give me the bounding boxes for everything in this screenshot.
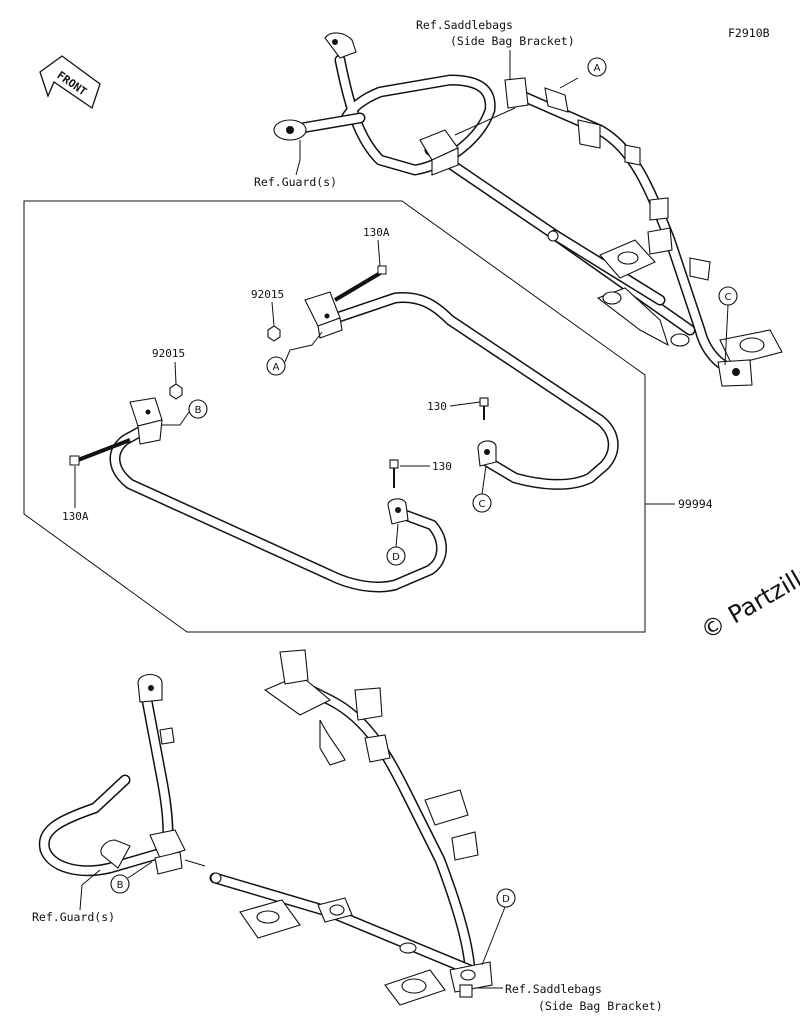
- ref-guard-bottom: Ref.Guard(s): [32, 910, 115, 924]
- part-92015-top-label: 92015: [251, 288, 284, 301]
- part-130-center-label: 130: [432, 460, 452, 473]
- svg-text:C: C: [479, 499, 486, 510]
- svg-text:C: C: [725, 292, 732, 303]
- part-130a-left-label: 130A: [62, 510, 89, 523]
- guard-bar-kit: [69, 265, 619, 593]
- ref-guard-top: Ref.Guard(s): [254, 175, 337, 189]
- callout-b-box: B: [162, 399, 208, 426]
- part-130a-top-label: 130A: [363, 226, 390, 239]
- svg-text:A: A: [594, 63, 601, 74]
- svg-text:D: D: [392, 552, 400, 563]
- front-arrow-icon: FRONT: [39, 55, 101, 110]
- part-99994-label: 99994: [678, 497, 713, 511]
- figure-code: F2910B: [728, 26, 770, 40]
- svg-text:A: A: [273, 362, 280, 373]
- ref-saddlebags-bottom-line1: Ref.Saddlebags: [505, 982, 602, 996]
- assembly-frame: [23, 200, 646, 633]
- callout-a-box: A: [266, 331, 323, 376]
- callout-c-box: C: [472, 465, 492, 513]
- ref-saddlebags-bottom-line2: (Side Bag Bracket): [538, 999, 663, 1013]
- top-assembly-illustration: [273, 32, 783, 387]
- bottom-assembly-illustration: [38, 649, 493, 1006]
- callout-d-box: D: [386, 523, 406, 566]
- callout-d-bottom: D: [481, 888, 516, 966]
- callout-b-bottom: B: [110, 861, 153, 894]
- callout-a-top: A: [587, 57, 607, 77]
- svg-text:B: B: [195, 405, 202, 416]
- svg-text:D: D: [502, 894, 510, 905]
- ref-saddlebags-top-line1: Ref.Saddlebags: [416, 18, 513, 32]
- ref-saddlebags-top-line2: (Side Bag Bracket): [450, 34, 575, 48]
- svg-text:B: B: [117, 880, 124, 891]
- part-92015-left-label: 92015: [152, 347, 185, 360]
- callout-c-top: C: [718, 286, 738, 366]
- watermark: © Partzilla: [696, 558, 800, 645]
- part-130-right-label: 130: [427, 400, 447, 413]
